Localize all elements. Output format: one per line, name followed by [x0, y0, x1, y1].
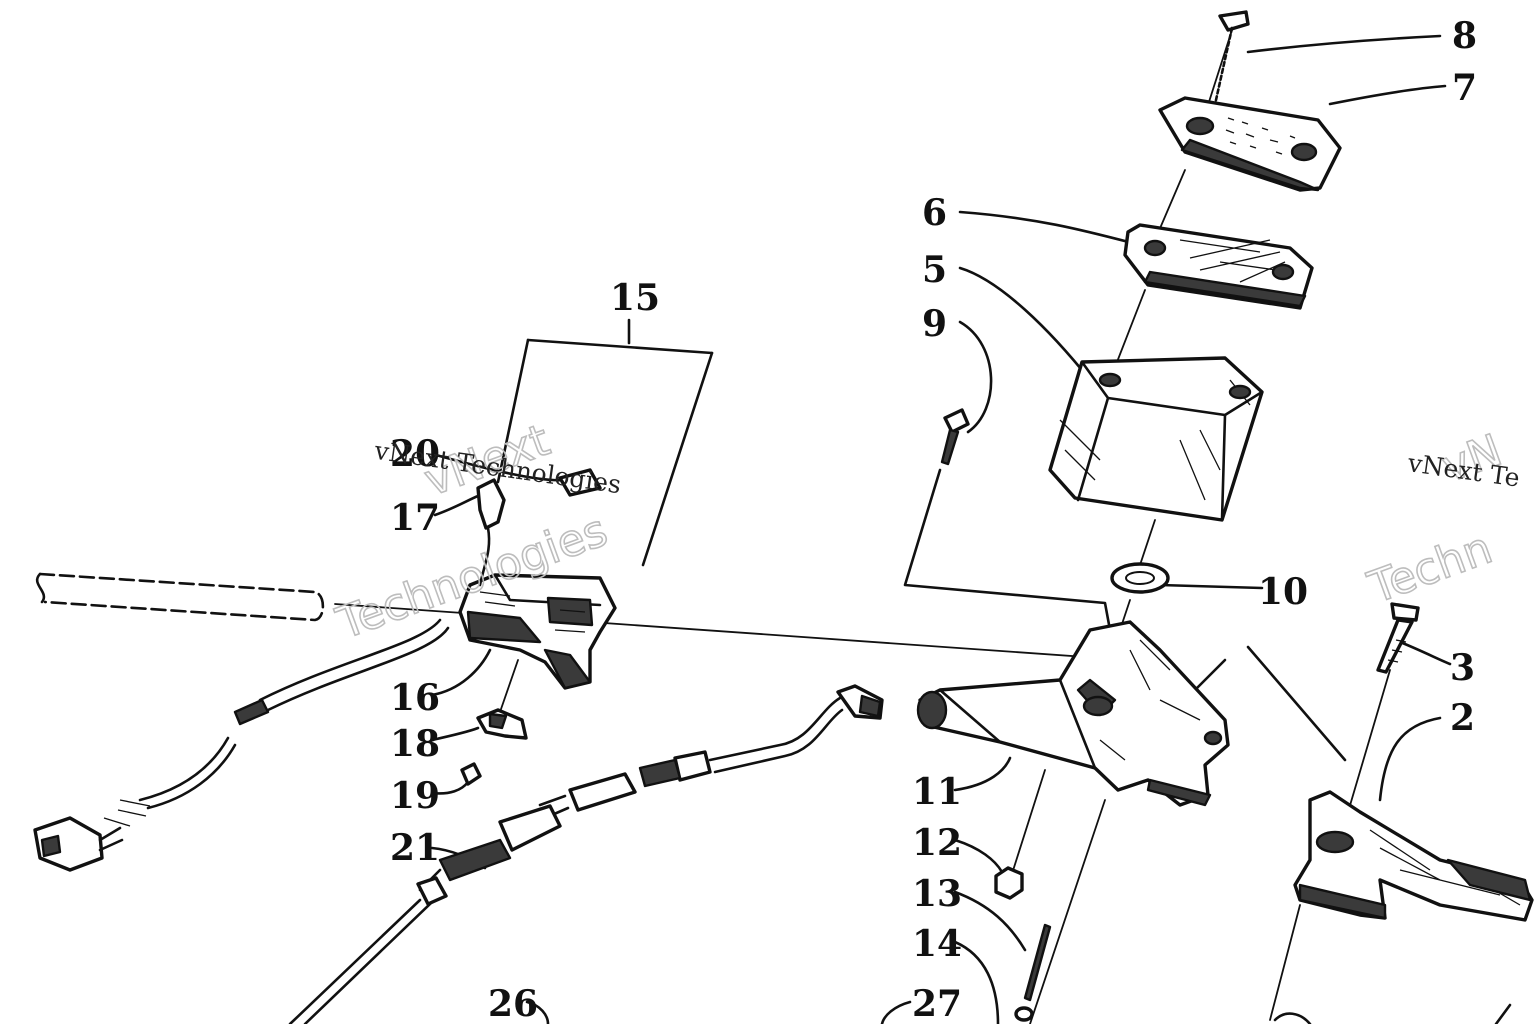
part-17-connector: [476, 478, 506, 587]
callout-13: 13: [912, 873, 962, 915]
callout-10: 10: [1258, 571, 1308, 613]
callout-18: 18: [390, 723, 440, 765]
part-19-screw: [460, 762, 482, 786]
part-21-brake-hose: [288, 684, 884, 1024]
part-20-switch-plate: [558, 468, 602, 497]
callout-19: 19: [390, 775, 440, 817]
part-10-o-ring: [1110, 562, 1170, 594]
callout-9: 9: [922, 303, 947, 345]
part-16-switch-housing: [458, 573, 617, 690]
callout-20: 20: [390, 433, 440, 475]
callout-8: 8: [1452, 15, 1477, 57]
part-13-bolt: [1014, 923, 1052, 1022]
assembly-centerlines: [334, 29, 1391, 1024]
part-7-reservoir-cover: [1158, 96, 1342, 192]
part-9-screw: [940, 408, 970, 466]
callout-16: 16: [390, 677, 440, 719]
part-11-master-cylinder: [916, 620, 1230, 807]
callout-7: 7: [1452, 67, 1477, 109]
callout-2: 2: [1450, 697, 1475, 739]
callout-3: 3: [1450, 647, 1475, 689]
part-18-clip: [476, 708, 528, 740]
callout-12: 12: [912, 822, 962, 864]
callout-27: 27: [912, 983, 962, 1024]
callout-labels: 8 7 6 5 9 15 20 17 10 3 2 16 18 19 11 12…: [390, 15, 1477, 1024]
watermark-brand-line2-right: Techn: [1361, 523, 1498, 615]
callout-5: 5: [922, 249, 947, 291]
part-6-gasket: [1123, 223, 1314, 310]
part-3-pivot-bolt: [1376, 602, 1420, 674]
part-5-reservoir: [1048, 356, 1264, 522]
callout-21: 21: [390, 827, 440, 869]
watermark-right: vN Techn vNext Te: [1361, 424, 1522, 615]
callout-17: 17: [390, 497, 440, 539]
callout-14: 14: [912, 923, 962, 965]
callout-15: 15: [610, 277, 660, 319]
wire-harness: [33, 618, 450, 872]
callout-11: 11: [912, 771, 962, 813]
part-2-brake-lever: [1293, 790, 1534, 922]
part-12-nut: [994, 866, 1024, 900]
callout-26: 26: [488, 983, 538, 1024]
callout-6: 6: [922, 192, 947, 234]
handlebar-grip: [35, 572, 325, 622]
